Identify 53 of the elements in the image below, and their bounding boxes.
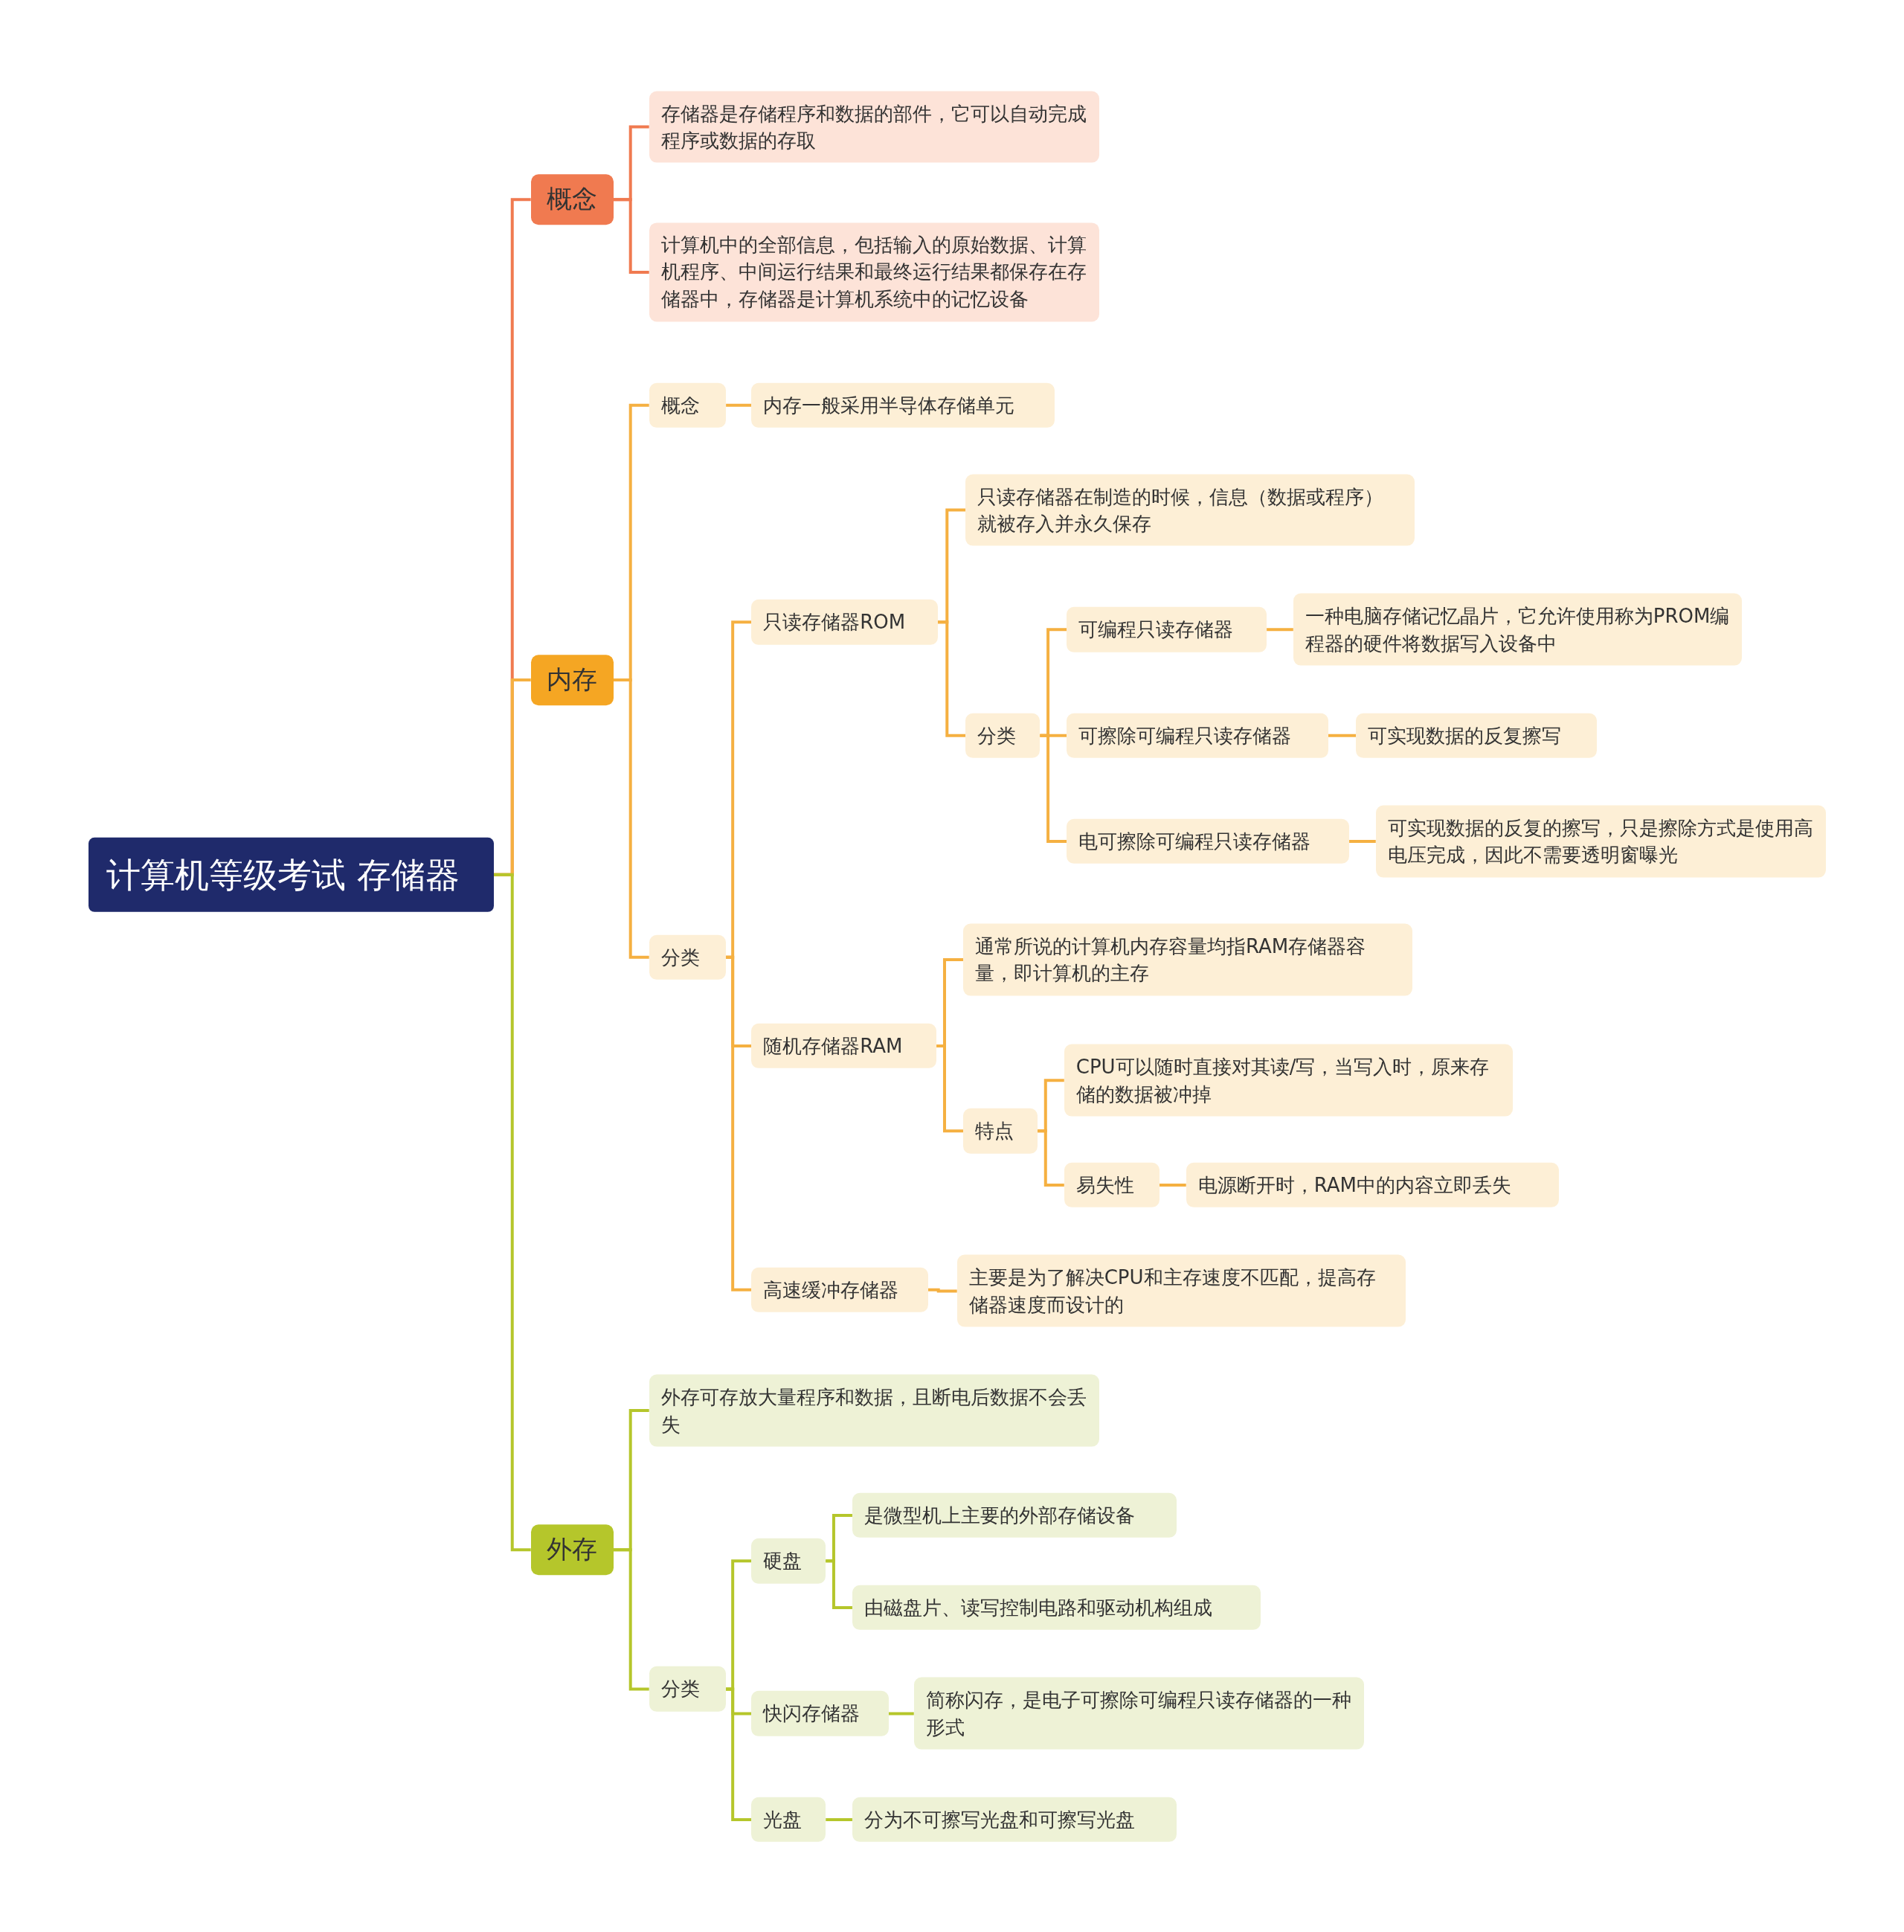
subtopic-box: 概念	[649, 382, 727, 428]
subtopic-box: 由磁盘片、读写控制电路和驱动机构组成	[852, 1585, 1261, 1631]
connector-line	[726, 403, 752, 407]
subtopic-box: 分为不可擦写光盘和可擦写光盘	[852, 1797, 1177, 1843]
subtopic-box: 快闪存储器	[751, 1691, 889, 1736]
subtopic-box: 硬盘	[751, 1538, 826, 1584]
connector-line	[826, 1817, 852, 1821]
subtopic-box: 外存可存放大量程序和数据，且断电后数据不会丢失	[649, 1374, 1099, 1447]
connector-line	[726, 1687, 752, 1821]
subtopic-box: 只读存储器在制造的时候，信息（数据或程序）就被存入并永久保存	[965, 474, 1415, 546]
subtopic-box: 计算机中的全部信息，包括输入的原始数据、计算机程序、中间运行结果和最终运行结果都保存在存储器中，存储器是计算机系统中的记忆设备	[649, 222, 1099, 322]
subtopic-box: 只读存储器ROM	[751, 600, 938, 645]
connector-line	[1267, 628, 1293, 632]
subtopic-box: 主要是为了解决CPU和主存速度不匹配，提高存储器速度而设计的	[956, 1255, 1406, 1327]
connector-line	[613, 1548, 649, 1691]
subtopic-box: 特点	[963, 1108, 1038, 1154]
subtopic-box: 通常所说的计算机内存容量均指RAM存储器容量，即计算机的主存	[963, 923, 1412, 996]
connector-line	[888, 1712, 914, 1716]
connector-line	[927, 1288, 957, 1293]
branch-topic-box: 外存	[530, 1524, 614, 1576]
connector-line	[726, 955, 752, 1291]
connector-line	[1349, 840, 1376, 844]
subtopic-box: 存储器是存储程序和数据的部件，它可以自动完成程序或数据的存取	[649, 91, 1099, 163]
connector-line	[1038, 1129, 1064, 1187]
subtopic-box: 一种电脑存储记忆晶片，它允许使用称为PROM编程器的硬件将数据写入设备中	[1293, 593, 1743, 666]
subtopic-box: 高速缓冲存储器	[751, 1267, 928, 1312]
connector-line	[1040, 734, 1067, 844]
connector-line	[937, 620, 966, 737]
branch-topic-box: 内存	[530, 655, 614, 705]
subtopic-box: 分类	[649, 1666, 727, 1712]
subtopic-box: 随机存储器RAM	[751, 1023, 937, 1069]
subtopic-box: 可实现数据的反复的擦写，只是擦除方式是使用高电压完成，因此不需要透明窗曝光	[1375, 805, 1826, 878]
connector-line	[613, 678, 649, 959]
subtopic-box: 可擦除可编程只读存储器	[1067, 713, 1328, 758]
subtopic-box: 易失性	[1064, 1162, 1160, 1208]
connector-line	[613, 198, 649, 274]
subtopic-box: 分类	[649, 934, 727, 980]
subtopic-box: 内存一般采用半导体存储单元	[751, 382, 1055, 428]
subtopic-box: CPU可以随时直接对其读/写，当写入时，原来存储的数据被冲掉	[1064, 1044, 1514, 1117]
subtopic-box: 可实现数据的反复擦写	[1356, 713, 1597, 758]
subtopic-box: 简称闪存，是电子可擦除可编程只读存储器的一种形式	[913, 1678, 1364, 1750]
root-topic-box: 计算机等级考试 存储器	[89, 837, 495, 912]
subtopic-box: 是微型机上主要的外部存储设备	[852, 1492, 1177, 1538]
subtopic-box: 光盘	[751, 1797, 826, 1843]
connector-line	[1160, 1184, 1186, 1187]
branch-topic-box: 概念	[530, 174, 614, 225]
subtopic-box: 电源断开时，RAM中的内容立即丢失	[1186, 1162, 1559, 1208]
subtopic-box: 电可擦除可编程只读存储器	[1067, 818, 1350, 864]
subtopic-box: 分类	[965, 713, 1041, 758]
connector-line	[494, 873, 531, 1552]
subtopic-box: 可编程只读存储器	[1067, 607, 1267, 652]
connector-line	[826, 1559, 852, 1610]
connector-line	[1328, 734, 1357, 737]
